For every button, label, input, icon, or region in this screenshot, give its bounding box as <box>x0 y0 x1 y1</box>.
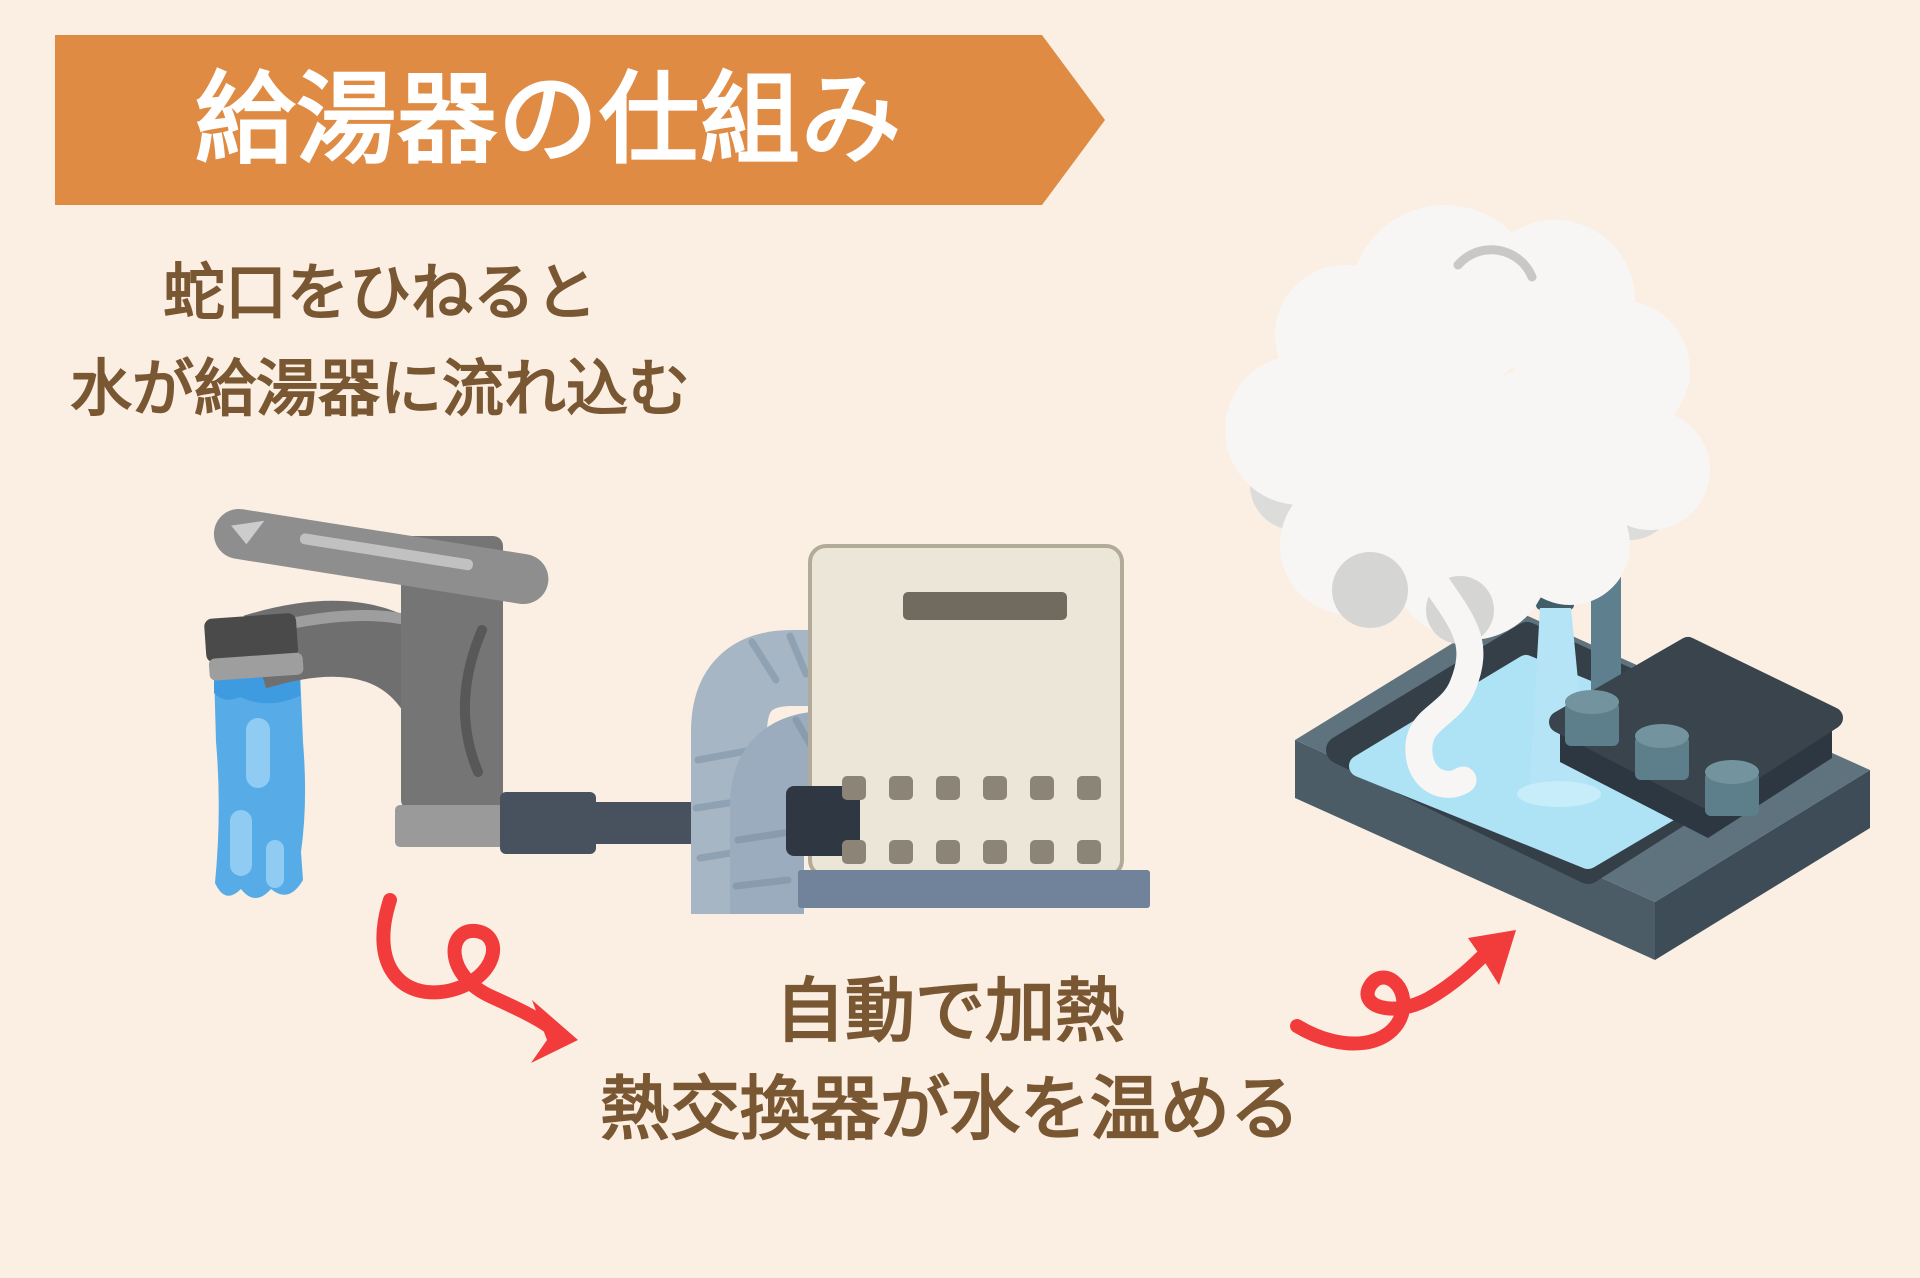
heater-base <box>798 870 1150 908</box>
water-heater-icon <box>500 544 1150 914</box>
steam-wisp <box>1405 546 1484 798</box>
faucet-icon <box>204 508 549 898</box>
faucet-body <box>401 536 503 810</box>
sink-knobs <box>1565 690 1759 816</box>
faucet-base <box>395 805 505 847</box>
cold-water-stream <box>214 670 306 898</box>
process-caption-line2: 熱交換器が水を温める <box>600 1070 1300 1148</box>
faucet-spout <box>204 613 304 681</box>
title-banner: 給湯器の仕組み <box>55 35 1105 205</box>
exhaust-vent <box>903 592 1067 620</box>
intro-caption-line2: 水が給湯器に流れ込む <box>70 355 691 424</box>
heater-grille <box>842 776 1101 864</box>
process-caption-line1: 自動で加熱 <box>775 972 1125 1050</box>
steam-icon <box>1225 205 1710 798</box>
faucet-lever <box>213 508 549 605</box>
arrow-faucet-to-heater <box>376 893 578 1063</box>
intro-caption-line1: 蛇口をひねると <box>162 259 597 328</box>
heater-pipe-rear <box>691 630 824 914</box>
process-caption: 自動で加熱 熱交換器が水を温める <box>550 962 1350 1158</box>
intro-caption: 蛇口をひねると 水が給湯器に流れ込む <box>70 246 690 438</box>
banner-title: 給湯器の仕組み <box>195 64 902 176</box>
pipe-coupling <box>786 786 860 856</box>
